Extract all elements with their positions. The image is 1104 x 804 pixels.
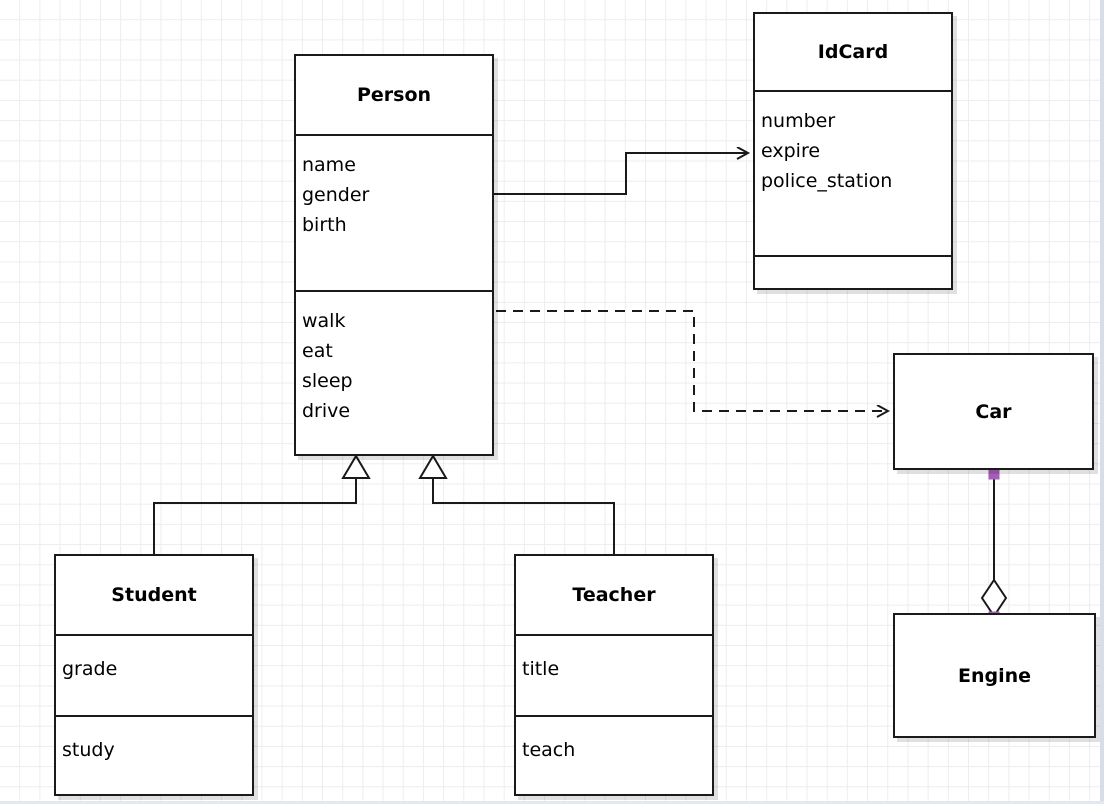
class-header-person: Person [296,56,492,134]
operation-item: drive [302,400,351,422]
class-name-person: Person [356,84,432,106]
attribute-item: name [302,154,356,176]
attribute-item: expire [761,140,821,162]
class-operations-student: study [56,715,252,794]
hollow-triangle-icon [341,454,371,479]
attribute-item: grade [62,658,118,680]
class-box-engine[interactable]: Engine [893,613,1096,738]
dependency-person-car[interactable] [496,310,888,411]
aggregation-car-engine[interactable] [980,472,1008,618]
class-operations-person: walk eat sleep drive [296,290,492,458]
operation-item: study [62,739,115,761]
attribute-item: birth [302,214,347,236]
hollow-triangle-icon [418,454,448,479]
class-box-car[interactable]: Car [893,353,1094,470]
bottom-edge-strip [0,801,1104,804]
class-operations-idcard [755,255,951,292]
class-name-idcard: IdCard [817,41,889,63]
link-handle-car-end[interactable] [988,468,1000,480]
operation-item: teach [522,739,576,761]
class-header-student: Student [56,556,252,634]
class-header-idcard: IdCard [755,14,951,90]
generalization-teacher-person[interactable] [418,454,615,554]
attribute-item: title [522,658,560,680]
class-attributes-person: name gender birth [296,134,492,290]
class-header-car: Car [895,355,1092,468]
association-person-idcard[interactable] [494,153,748,195]
class-name-teacher: Teacher [572,584,656,606]
class-box-teacher[interactable]: Teacher title teach [514,554,714,796]
attribute-item: gender [302,184,370,206]
attribute-item: police_station [761,170,893,192]
class-name-car: Car [975,400,1012,423]
operation-item: eat [302,340,333,362]
class-box-idcard[interactable]: IdCard number expire police_station [753,12,953,290]
class-header-engine: Engine [895,615,1094,736]
operation-item: walk [302,310,346,332]
class-name-engine: Engine [957,664,1032,687]
generalization-student-person[interactable] [153,454,371,554]
class-attributes-teacher: title [516,634,712,715]
class-name-student: Student [111,584,197,606]
class-box-person[interactable]: Person name gender birth walk eat sleep … [294,54,494,456]
operation-item: sleep [302,370,353,392]
class-attributes-student: grade [56,634,252,715]
class-attributes-idcard: number expire police_station [755,90,951,255]
class-box-student[interactable]: Student grade study [54,554,254,796]
right-edge-strip [1100,0,1104,804]
class-header-teacher: Teacher [516,556,712,634]
attribute-item: number [761,110,836,132]
class-operations-teacher: teach [516,715,712,794]
